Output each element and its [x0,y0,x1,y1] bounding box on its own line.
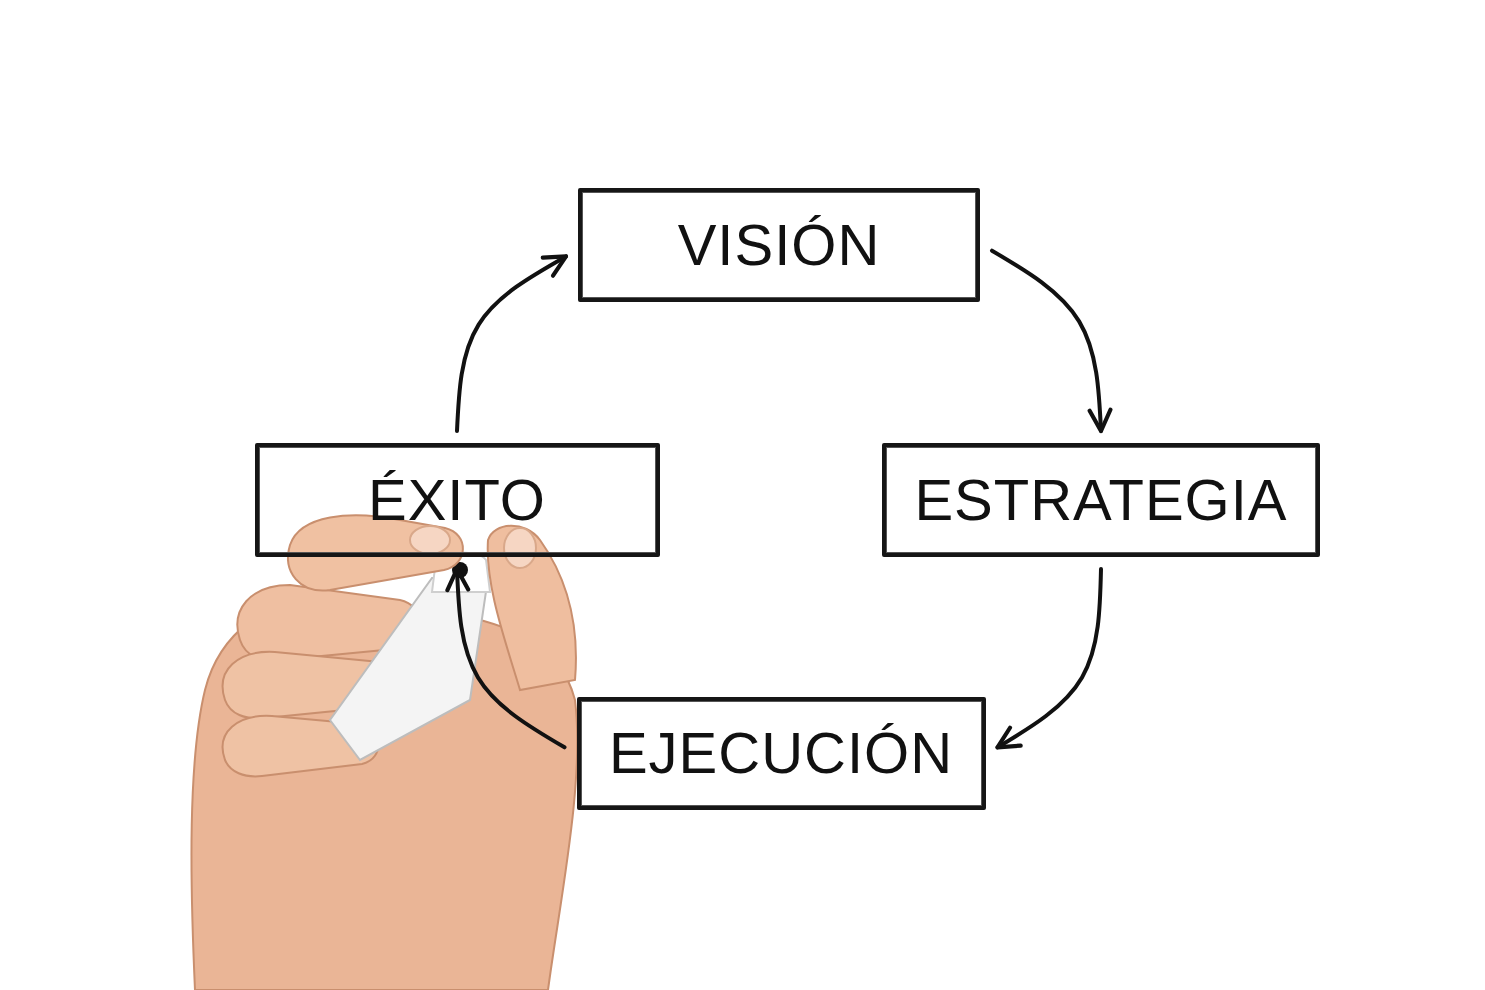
box-label: ÉXITO [368,468,546,532]
process-box: ESTRATEGIA [882,443,1320,557]
process-box: EJECUCIÓN [577,697,986,810]
box-label: ESTRATEGIA [914,468,1287,532]
cycle-arrow [992,251,1101,431]
cycle-arrow [457,256,566,431]
process-box: ÉXITO [255,443,660,557]
cycle-arrow [998,569,1102,747]
process-box: VISIÓN [578,188,980,302]
hand [191,515,577,990]
cycle-arrow [457,569,565,747]
box-label: EJECUCIÓN [609,721,953,785]
box-label: VISIÓN [678,213,881,277]
